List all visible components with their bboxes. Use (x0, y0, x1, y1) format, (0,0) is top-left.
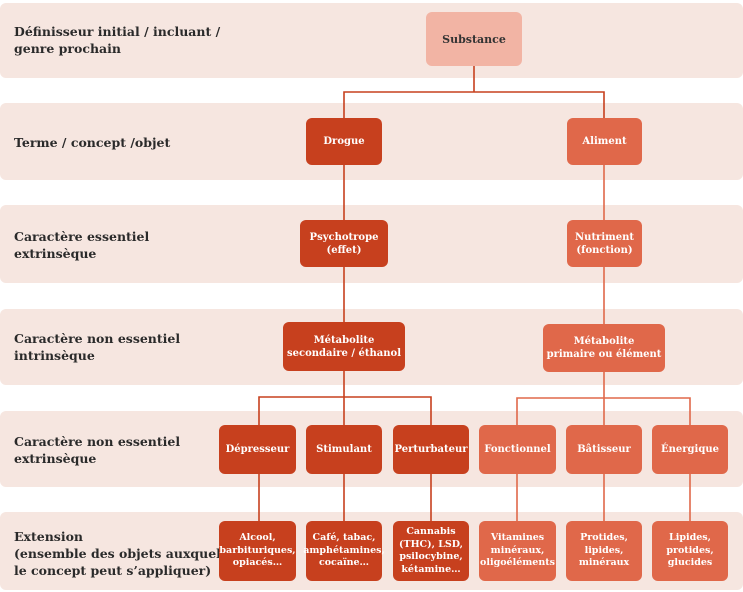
node-ext-depresseur: Alcool, barbituriques, opiacés… (219, 521, 296, 581)
node-metabolite-secondaire: Métabolite secondaire / éthanol (283, 322, 405, 371)
node-ext-fonctionnel: Vitamines minéraux, oligoéléments (479, 521, 556, 581)
node-nutriment: Nutriment (fonction) (567, 220, 642, 267)
row-label-definisseur: Définisseur initial / incluant / genre p… (14, 24, 221, 56)
node-ext-stimulant: Café, tabac, amphétamines, cocaïne… (303, 521, 385, 581)
node-drogue: Drogue (306, 118, 382, 165)
node-ext-perturbateur: Cannabis (THC), LSD, psilocybine, kétami… (393, 521, 469, 581)
node-batisseur: Bâtisseur (566, 425, 642, 474)
node-psychotrope: Psychotrope (effet) (300, 220, 388, 267)
row-label-terme: Terme / concept /objet (14, 135, 171, 150)
connector-drug-children-bar (258, 396, 432, 425)
row-band-1 (0, 3, 743, 78)
row-label-caractere-non-essentiel-extrinseque: Caractère non essentiel extrinsèque (14, 434, 181, 466)
node-perturbateur: Perturbateur (393, 425, 469, 474)
node-stimulant: Stimulant (306, 425, 382, 474)
node-energique: Énergique (652, 425, 728, 474)
node-ext-energique: Lipides, protides, glucides (652, 521, 728, 581)
row-label-caractere-non-essentiel-intrinseque: Caractère non essentiel intrinsèque (14, 331, 181, 363)
row-label-caractere-essentiel-extrinseque: Caractère essentiel extrinsèque (14, 229, 150, 261)
row-label-extension: Extension (ensemble des objets auxquels … (14, 529, 228, 578)
node-aliment: Aliment (567, 118, 642, 165)
node-fonctionnel: Fonctionnel (479, 425, 556, 474)
node-substance: Substance (426, 12, 522, 66)
node-ext-batisseur: Protides, lipides, minéraux (566, 521, 642, 581)
node-depresseur: Dépresseur (219, 425, 296, 474)
node-metabolite-primaire: Métabolite primaire ou élément (543, 324, 665, 372)
connector-root-branch (343, 91, 605, 118)
